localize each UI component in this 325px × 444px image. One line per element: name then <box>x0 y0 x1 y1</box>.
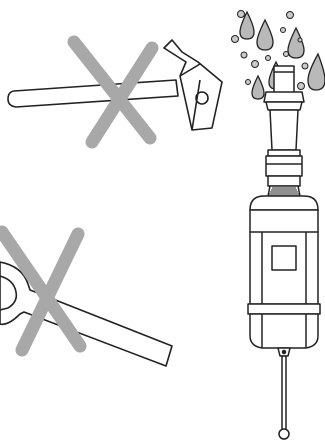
prohibited-cross-icon <box>0 225 87 357</box>
water-droplet-icon <box>239 10 325 100</box>
bubble-group <box>231 10 309 90</box>
wrench-icon <box>0 261 173 367</box>
hammer-icon <box>7 39 223 131</box>
touch-probe-icon <box>247 65 321 440</box>
prohibited-cross-icon <box>67 35 159 149</box>
